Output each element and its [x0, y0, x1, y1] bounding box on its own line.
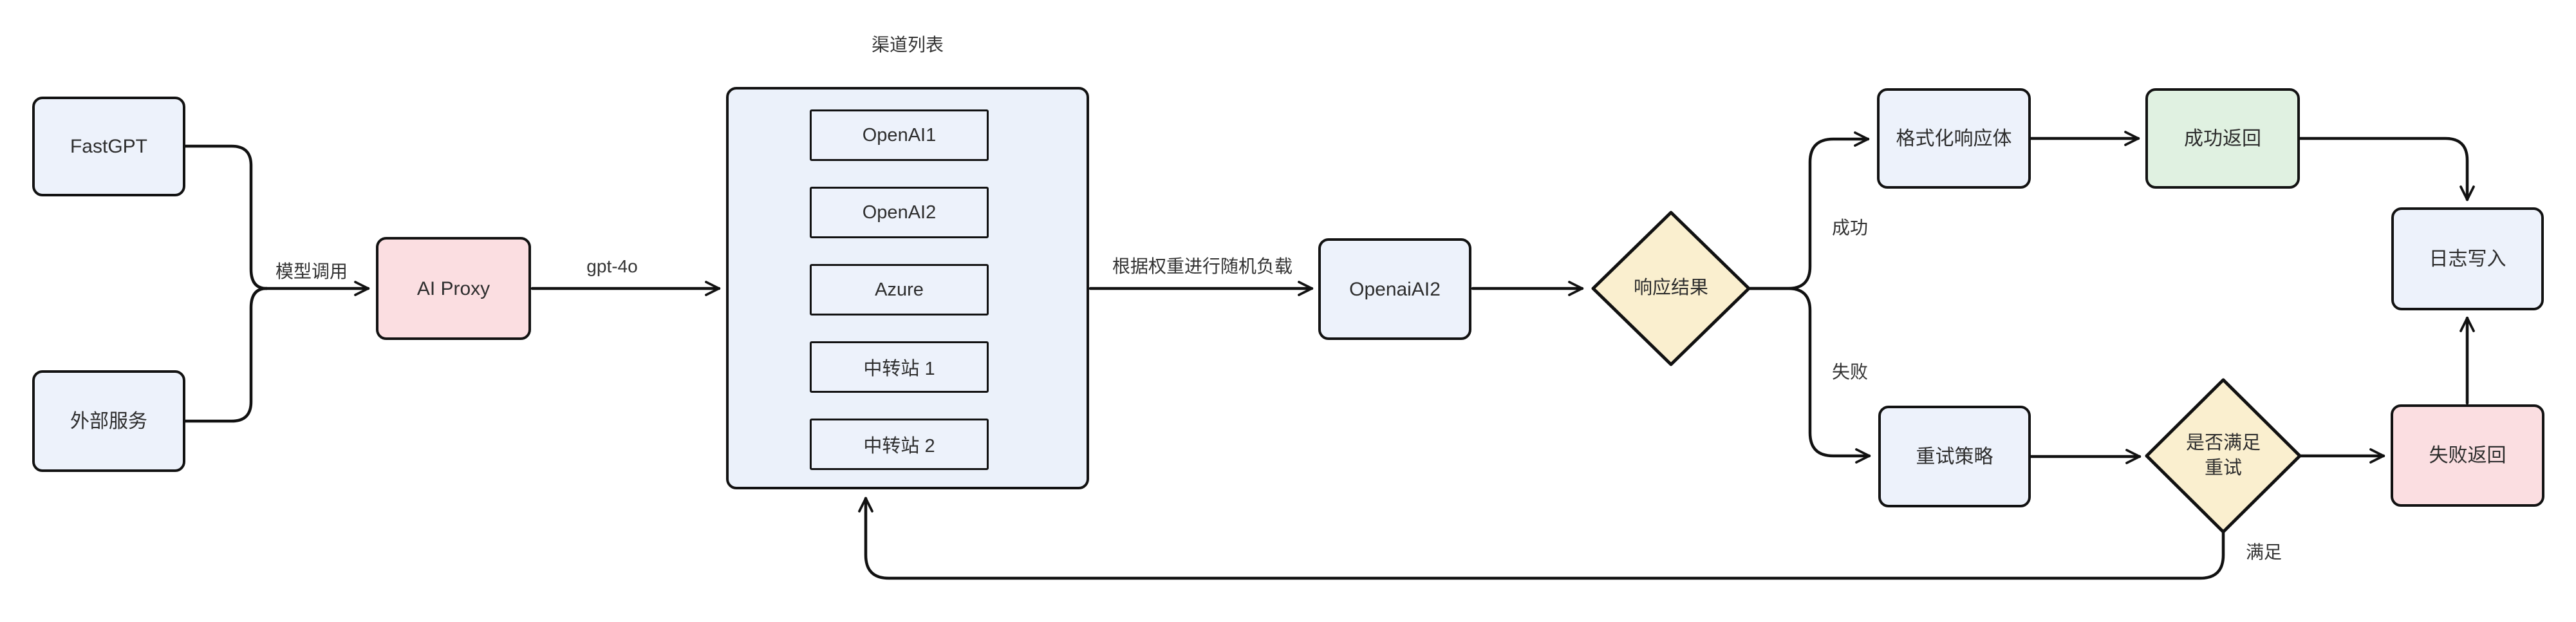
response-result-label: 响应结果 [1633, 278, 1708, 299]
edge-label-success: 成功 [1831, 218, 1868, 238]
node-fastgpt: FastGPT [32, 97, 185, 196]
edge-external-merge [183, 287, 268, 423]
retry-check-diamond [2145, 378, 2302, 534]
node-external-service: 外部服务 [32, 370, 185, 472]
edge-label-model-call: 模型调用 [275, 261, 348, 281]
edge-label-satisfied: 满足 [2245, 542, 2282, 562]
channel-list-title: 渠道列表 [871, 35, 944, 55]
node-openaiai2: OpenaiAI2 [1318, 238, 1471, 340]
edge-retry-loop [858, 496, 2225, 580]
edge-response-success-branch [1748, 131, 1870, 290]
edge-fastgpt-merge [183, 144, 268, 290]
channel-relay-2: 中转站 2 [810, 419, 989, 470]
edge-successreturn-log [2298, 137, 2475, 202]
node-success-return: 成功返回 [2145, 88, 2300, 189]
retry-check-line1: 是否满足 [2185, 432, 2261, 453]
node-format-response: 格式化响应体 [1877, 88, 2031, 189]
response-result-diamond [1591, 211, 1751, 366]
retry-check-label: 是否满足 重试 [2159, 404, 2288, 507]
node-fail-return: 失败返回 [2391, 404, 2544, 507]
retry-check-line2: 重试 [2204, 458, 2242, 478]
channel-relay-1: 中转站 1 [810, 341, 989, 393]
node-ai-proxy: AI Proxy [376, 237, 531, 340]
edge-label-weight-balance: 根据权重进行随机负载 [1112, 256, 1293, 276]
node-retry-strategy: 重试策略 [1878, 406, 2031, 507]
node-log-write: 日志写入 [2391, 207, 2544, 310]
edge-label-gpt-4o: gpt-4o [586, 256, 638, 276]
channel-azure: Azure [810, 264, 989, 316]
edge-response-fail-branch [1748, 287, 1871, 464]
channel-openai1: OpenAI1 [810, 109, 989, 161]
channel-openai2: OpenAI2 [810, 187, 989, 238]
edge-label-fail: 失败 [1831, 362, 1868, 382]
